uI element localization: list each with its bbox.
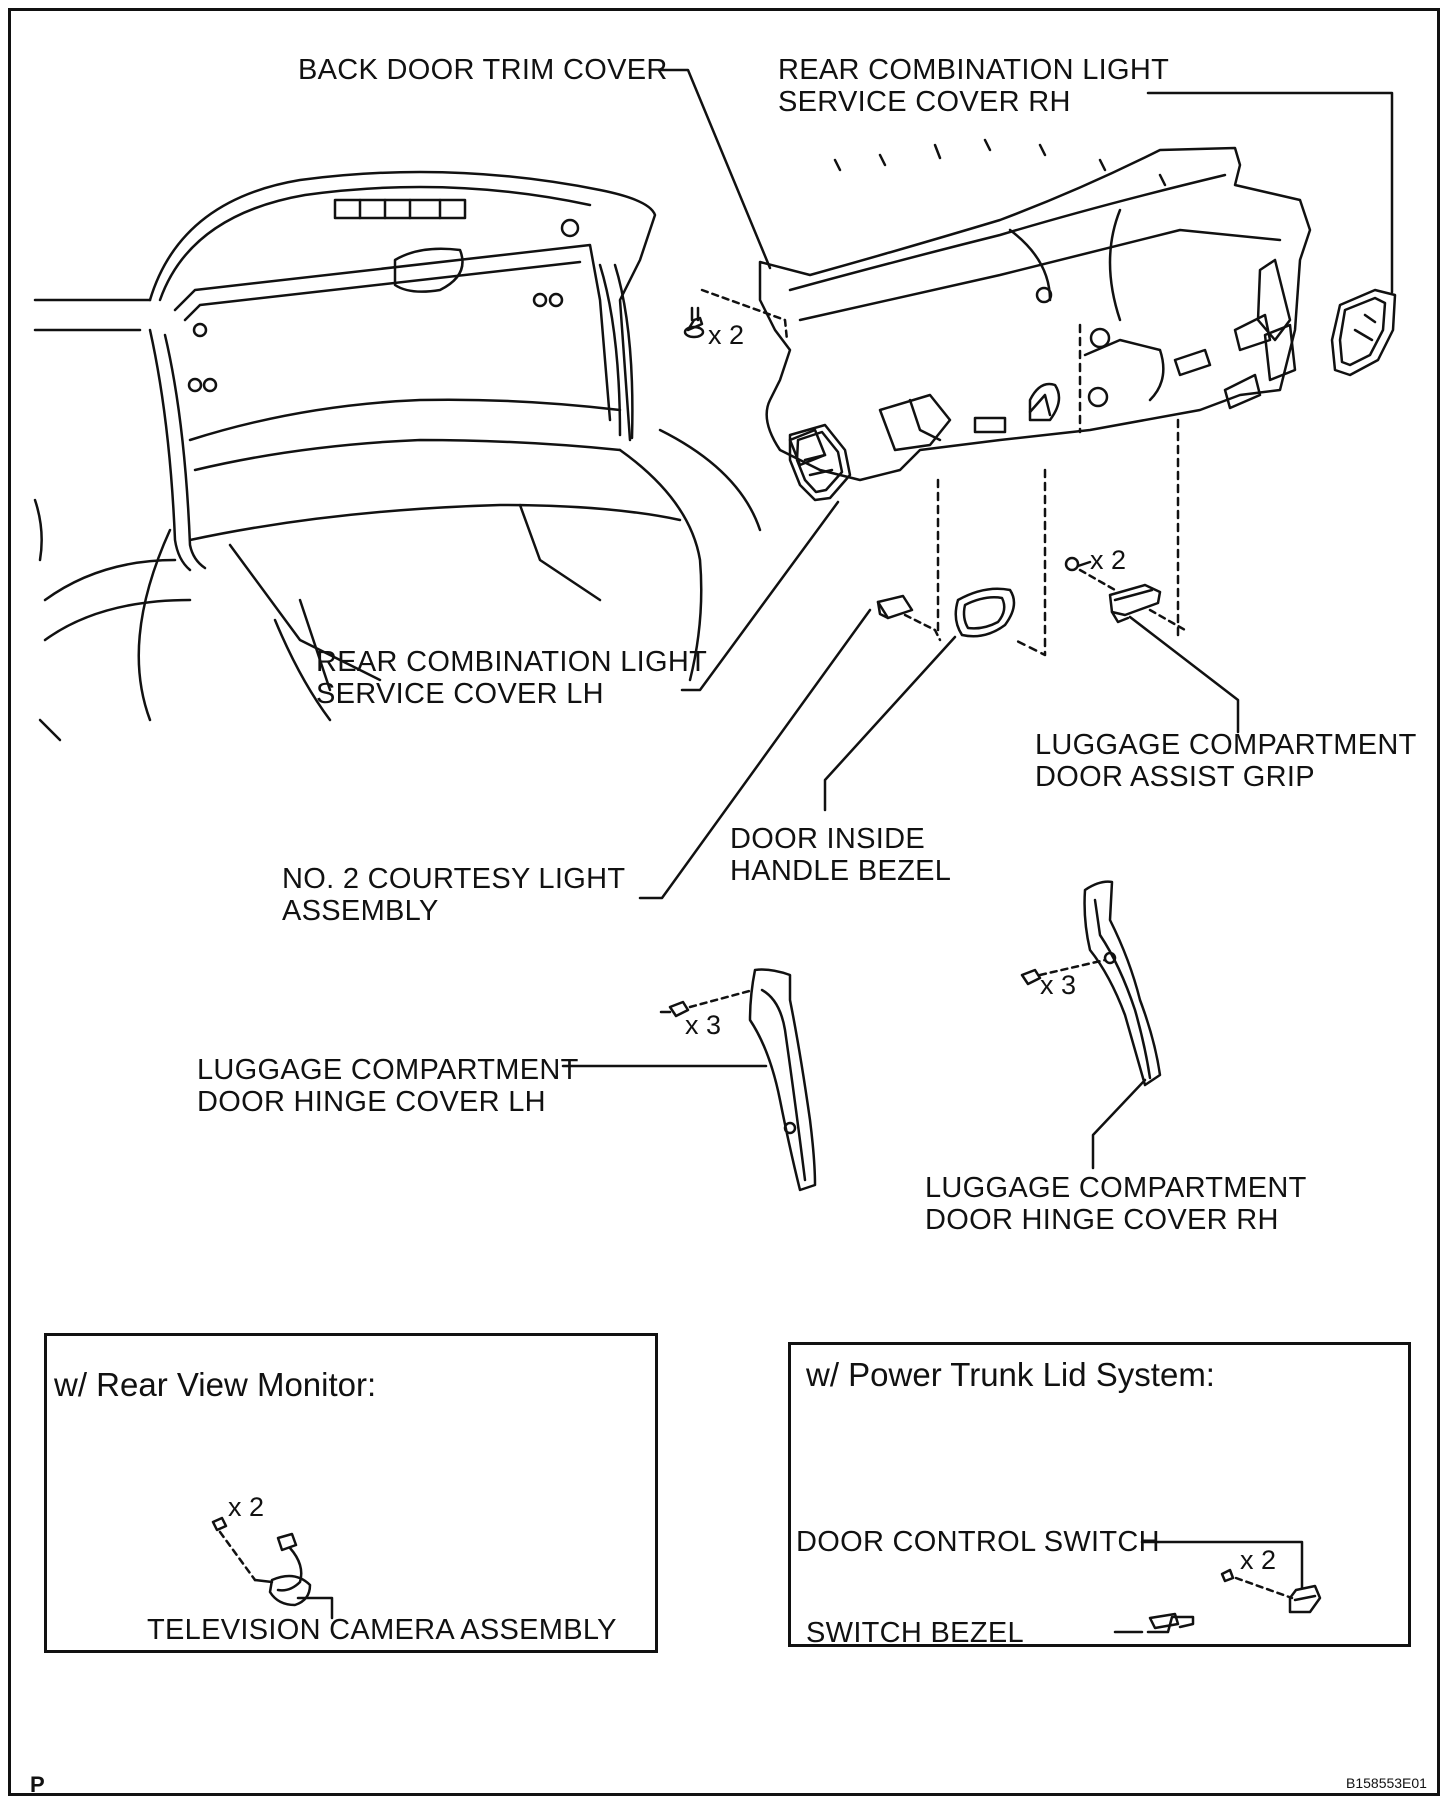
label-hinge-cover-rh-line2: DOOR HINGE COVER RH bbox=[925, 1204, 1279, 1236]
hinge-cover-rh-part bbox=[1020, 880, 1162, 1087]
corner-mark: P bbox=[30, 1772, 45, 1797]
qty-hinge-lh-clips: x 3 bbox=[685, 1010, 722, 1040]
label-rcl-service-cover-lh-line1: REAR COMBINATION LIGHT bbox=[316, 646, 708, 678]
label-handle-bezel-line2: HANDLE BEZEL bbox=[730, 855, 952, 887]
figure-code: B158553E01 bbox=[1346, 1775, 1427, 1791]
label-hinge-cover-lh-line1: LUGGAGE COMPARTMENT bbox=[197, 1054, 579, 1086]
qty-hinge-rh-clips: x 3 bbox=[1040, 970, 1077, 1000]
label-television-camera: TELEVISION CAMERA ASSEMBLY bbox=[147, 1614, 617, 1646]
label-rcl-service-cover-lh-line2: SERVICE COVER LH bbox=[316, 678, 604, 710]
rcl-service-cover-rh-part bbox=[1330, 288, 1397, 377]
inset-power-trunk-lid bbox=[788, 1342, 1411, 1647]
switch-bezel-part bbox=[1113, 1612, 1195, 1634]
qty-switch-clips: x 2 bbox=[1240, 1545, 1277, 1575]
label-door-control-switch: DOOR CONTROL SWITCH bbox=[796, 1526, 1160, 1558]
television-camera-part bbox=[211, 1516, 334, 1620]
back-door-trim-cover-part bbox=[758, 138, 1312, 482]
inset-rear-view-title: w/ Rear View Monitor: bbox=[54, 1366, 377, 1403]
label-switch-bezel: SWITCH BEZEL bbox=[806, 1617, 1024, 1649]
rcl-service-cover-lh-part bbox=[788, 423, 852, 502]
qty-camera-clips: x 2 bbox=[228, 1492, 265, 1522]
qty-trim-cover-clips: x 2 bbox=[708, 320, 745, 350]
label-hinge-cover-rh-line1: LUGGAGE COMPARTMENT bbox=[925, 1172, 1307, 1204]
door-control-switch-part bbox=[1140, 1540, 1322, 1614]
assist-grip-part bbox=[1064, 556, 1187, 632]
diagram-frame bbox=[8, 8, 1440, 1796]
hinge-cover-lh-part bbox=[659, 968, 817, 1192]
label-courtesy-light-line1: NO. 2 COURTESY LIGHT bbox=[282, 863, 626, 895]
label-rcl-service-cover-rh-line1: REAR COMBINATION LIGHT bbox=[778, 54, 1170, 86]
label-courtesy-light-line2: ASSEMBLY bbox=[282, 895, 439, 927]
alignment-dashes bbox=[936, 323, 1180, 657]
label-rcl-service-cover-rh-line2: SERVICE COVER RH bbox=[778, 86, 1071, 118]
courtesy-light-part bbox=[876, 594, 942, 642]
leader-lines bbox=[561, 68, 1394, 1170]
qty-assist-grip-bolts: x 2 bbox=[1090, 545, 1127, 575]
vehicle-rear-open-trunk bbox=[33, 170, 762, 742]
label-assist-grip-line2: DOOR ASSIST GRIP bbox=[1035, 761, 1315, 793]
door-inside-handle-bezel-part bbox=[954, 587, 1016, 638]
label-back-door-trim-cover: BACK DOOR TRIM COVER bbox=[298, 54, 668, 86]
label-hinge-cover-lh-line2: DOOR HINGE COVER LH bbox=[197, 1086, 546, 1118]
trim-cover-clips bbox=[683, 288, 789, 342]
label-handle-bezel-line1: DOOR INSIDE bbox=[730, 823, 926, 855]
label-assist-grip-line1: LUGGAGE COMPARTMENT bbox=[1035, 729, 1417, 761]
inset-power-trunk-title: w/ Power Trunk Lid System: bbox=[806, 1356, 1215, 1393]
inset-rear-view-monitor bbox=[44, 1333, 658, 1653]
